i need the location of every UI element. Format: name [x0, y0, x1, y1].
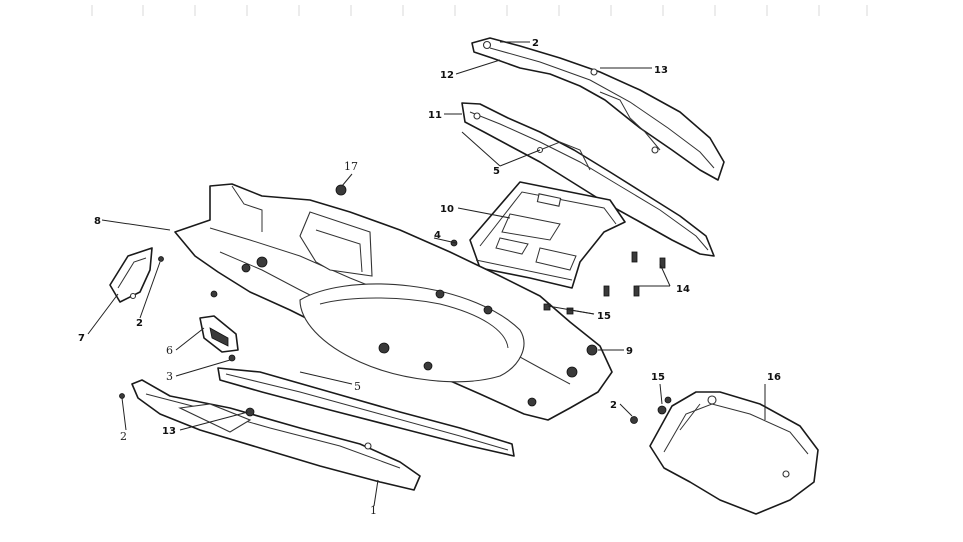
callout-5-lower: 5 — [354, 380, 361, 393]
top-ruler-ticks — [91, 5, 868, 16]
callout-2-bottom-left: 2 — [120, 430, 127, 443]
callout-2-left-panel: 2 — [136, 318, 143, 329]
callout-12: 12 — [440, 70, 454, 81]
part-16-rear-mudguard — [649, 391, 819, 515]
callout-10: 10 — [440, 204, 454, 215]
callout-16: 16 — [767, 372, 781, 383]
callout-7: 7 — [78, 333, 85, 344]
part-11-side-rail — [461, 102, 715, 257]
callout-4: 4 — [434, 230, 441, 241]
part-8-main-frame — [174, 183, 613, 421]
callout-3: 3 — [166, 370, 173, 383]
callout-2-top: 2 — [532, 38, 539, 49]
part-5-strip — [217, 367, 515, 457]
callout-11: 11 — [428, 110, 442, 121]
callout-2-right: 2 — [610, 400, 617, 411]
callout-13-top: 13 — [654, 65, 668, 76]
callout-9: 9 — [626, 346, 633, 357]
callout-1-bottom: 1 — [370, 504, 377, 517]
part-10-control-box — [469, 181, 626, 289]
callout-13-bottom: 13 — [162, 426, 176, 437]
callout-14: 14 — [676, 284, 690, 295]
callout-17: 17 — [344, 160, 358, 173]
part-12-rear-top-cover — [471, 37, 725, 181]
callout-5-upper: 5 — [493, 166, 500, 177]
leader-lines — [87, 41, 766, 507]
part-1-bottom-side-cover — [131, 379, 421, 491]
callout-6: 6 — [166, 344, 173, 357]
part-6-grille — [199, 315, 239, 353]
callout-labels: 2 12 13 11 5 10 17 8 4 14 15 9 15 16 2 7… — [78, 38, 781, 517]
callout-15-mid: 15 — [597, 311, 611, 322]
callout-15-right: 15 — [651, 372, 665, 383]
callout-8: 8 — [94, 216, 101, 227]
part-7-left-bracket — [109, 247, 153, 303]
